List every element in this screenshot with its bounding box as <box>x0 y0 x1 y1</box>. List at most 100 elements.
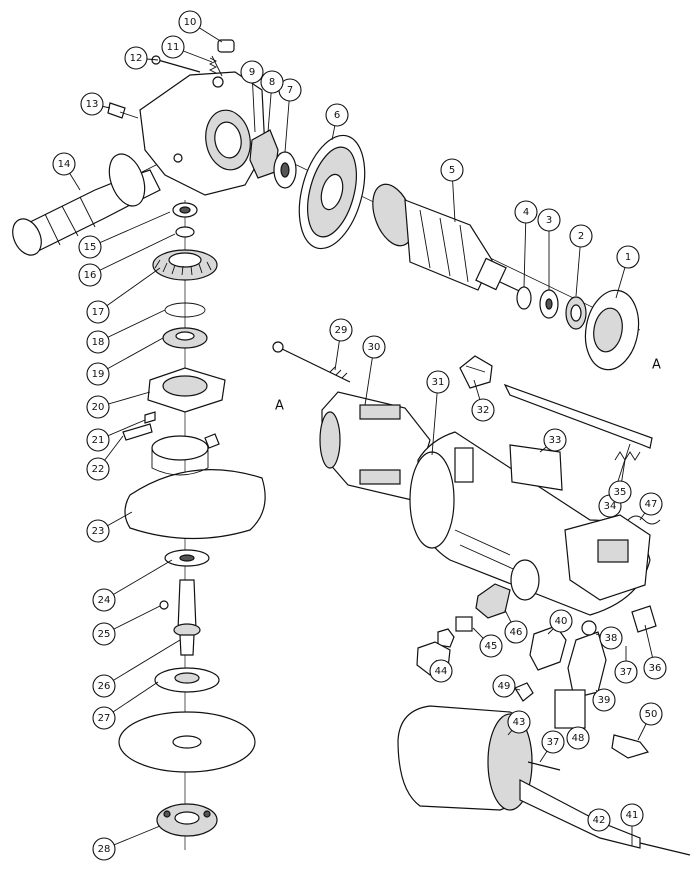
callout-balloon <box>92 837 116 861</box>
callout-balloon <box>178 10 202 34</box>
callout-number: 31 <box>432 377 445 388</box>
callout-18: 18 <box>86 309 166 354</box>
callout-leader <box>103 559 173 601</box>
callout-number: 48 <box>572 733 585 744</box>
callout-7: 7 <box>278 78 302 153</box>
armature <box>372 183 531 297</box>
callout-number: 43 <box>513 717 526 728</box>
callout-balloon <box>86 362 110 386</box>
callout-balloon <box>124 46 148 70</box>
callout-balloon <box>514 200 538 224</box>
callout-number: 13 <box>86 99 99 110</box>
switch-assembly <box>529 605 657 729</box>
noise-suppressor <box>514 515 661 759</box>
ref-a-armature: A <box>652 358 661 373</box>
callout-number: 35 <box>614 487 627 498</box>
callout-number: 9 <box>249 67 255 78</box>
callout-33: 33 <box>539 428 567 453</box>
callout-number: 17 <box>92 307 105 318</box>
callout-number: 4 <box>523 207 529 218</box>
callout-37: 37 <box>539 730 565 763</box>
callout-balloon <box>240 60 264 84</box>
callout-number: 33 <box>549 435 562 446</box>
stator-bolts <box>272 341 351 383</box>
callout-number: 14 <box>58 159 71 170</box>
callout-number: 3 <box>546 215 552 226</box>
callout-leader <box>103 639 181 687</box>
callout-balloon <box>541 730 565 754</box>
callout-number: 23 <box>92 526 105 537</box>
callout-number: 50 <box>645 709 658 720</box>
callout-10: 10 <box>178 10 223 43</box>
callout-37: 37 <box>614 646 638 684</box>
callout-22: 22 <box>86 435 124 481</box>
callout-balloon <box>86 300 110 324</box>
callout-leader <box>89 211 171 248</box>
callout-49: 49 <box>492 674 521 698</box>
callout-number: 24 <box>98 595 111 606</box>
switch-button <box>459 355 493 389</box>
callout-number: 42 <box>593 815 606 826</box>
grinding-wheel <box>118 711 256 773</box>
rear-bearing-parts <box>516 286 587 330</box>
callout-32: 32 <box>471 379 495 422</box>
callout-balloon <box>86 519 110 543</box>
callout-number: 38 <box>605 633 618 644</box>
callout-balloon <box>86 395 110 419</box>
callout-28: 28 <box>92 825 161 861</box>
callout-balloon <box>440 158 464 182</box>
callout-balloon <box>92 674 116 698</box>
callout-11: 11 <box>161 35 213 63</box>
callout-47: 47 <box>639 492 663 521</box>
callout-1: 1 <box>615 245 640 299</box>
callout-21: 21 <box>86 419 146 452</box>
callout-16: 16 <box>78 233 176 287</box>
callout-balloon <box>614 660 638 684</box>
callout-balloon <box>325 103 349 127</box>
callout-48: 48 <box>566 726 590 750</box>
callout-36: 36 <box>643 624 667 680</box>
carbon-brush <box>455 616 473 632</box>
callout-12: 12 <box>124 46 159 70</box>
callout-45: 45 <box>472 627 503 658</box>
callout-15: 15 <box>78 211 171 259</box>
callout-balloon <box>507 710 531 734</box>
callout-number: 40 <box>555 616 568 627</box>
callout-number: 28 <box>98 844 111 855</box>
callout-balloon <box>362 335 386 359</box>
callout-27: 27 <box>92 681 159 730</box>
bearing-plate <box>298 134 366 250</box>
callout-number: 36 <box>649 663 662 674</box>
callout-number: 1 <box>625 252 631 263</box>
callout-balloon <box>592 688 616 712</box>
callout-balloon <box>78 235 102 259</box>
callout-number: 20 <box>92 402 105 413</box>
callout-number: 7 <box>287 85 293 96</box>
callout-leader <box>431 381 439 456</box>
callout-leader <box>97 309 166 343</box>
callout-number: 26 <box>98 681 111 692</box>
callout-balloon <box>429 659 453 683</box>
callout-23: 23 <box>86 511 133 543</box>
callout-number: 44 <box>435 666 448 677</box>
callout-balloon <box>566 726 590 750</box>
callout-14: 14 <box>52 152 81 191</box>
callout-number: 47 <box>645 499 658 510</box>
callout-number: 8 <box>269 77 275 88</box>
callout-balloon <box>620 803 644 827</box>
callout-balloon <box>599 626 623 650</box>
stator <box>319 391 431 501</box>
callout-number: 21 <box>92 435 105 446</box>
callout-8: 8 <box>260 70 284 133</box>
callout-balloon <box>78 263 102 287</box>
callout-balloon <box>608 480 632 504</box>
callout-5: 5 <box>440 158 464 223</box>
callout-balloon <box>161 35 185 59</box>
callout-38: 38 <box>595 626 623 650</box>
front-bearing <box>273 151 297 189</box>
callout-30: 30 <box>362 335 386 406</box>
callout-number: 39 <box>598 695 611 706</box>
callout-number: 49 <box>498 681 511 692</box>
callout-balloon <box>537 208 561 232</box>
callout-balloon <box>92 588 116 612</box>
